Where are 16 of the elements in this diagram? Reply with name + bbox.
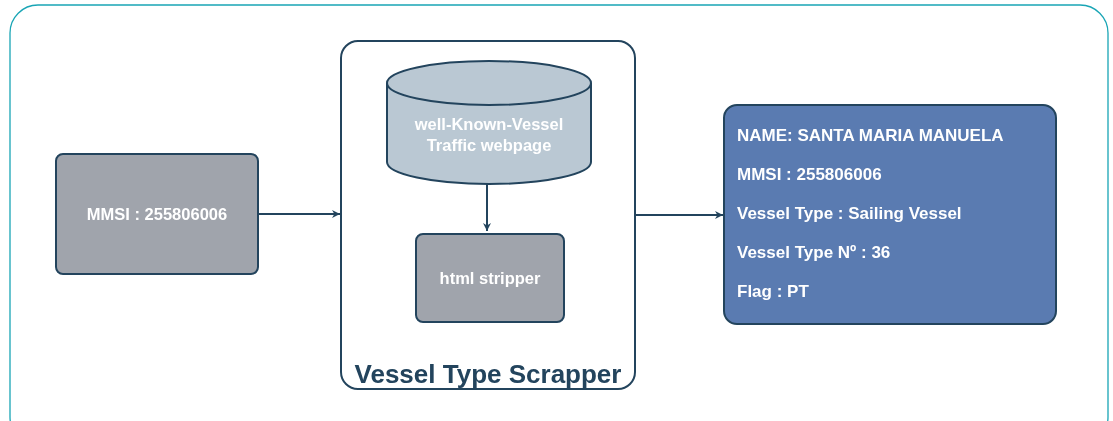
- arrow: [258, 210, 341, 218]
- output-box: [723, 104, 1057, 325]
- info-text: Flag : PT: [737, 282, 809, 302]
- info-text: Vessel Type : Sailing Vessel: [737, 204, 962, 224]
- arrow: [635, 211, 724, 219]
- process-box: [415, 233, 565, 323]
- container-box: [340, 40, 636, 390]
- node-label: html stripper: [438, 268, 542, 288]
- process-box: [55, 153, 259, 275]
- container-title: Vessel Type Scrapper: [353, 359, 623, 390]
- node-label: well-Known-Vessel Traffic webpage: [413, 114, 565, 156]
- info-text: MMSI : 255806006: [737, 165, 882, 185]
- node-label: MMSI : 255806006: [85, 204, 229, 224]
- info-text: Vessel Type Nº : 36: [737, 243, 891, 263]
- info-text: NAME: SANTA MARIA MANUELA: [737, 126, 1004, 146]
- arrow: [483, 182, 491, 232]
